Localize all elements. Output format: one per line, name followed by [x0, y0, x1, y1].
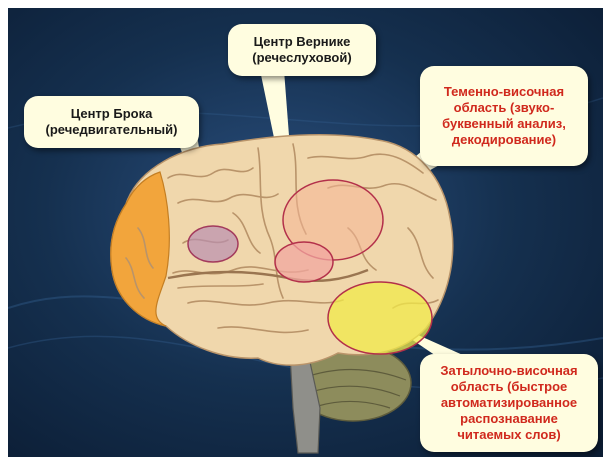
- parietal-temporal-callout: Теменно-височная область (звуко- буквенн…: [420, 66, 588, 166]
- wernicke-area: [275, 242, 333, 282]
- broca-area: [188, 226, 238, 262]
- broca-callout: Центр Брока (речедвигательный): [24, 96, 199, 148]
- occipital-temporal-callout: Затылочно-височная область (быстрое авто…: [420, 354, 598, 452]
- occipital-temporal-region: [328, 282, 432, 354]
- slide: Центр Брока (речедвигательный) Центр Вер…: [8, 8, 603, 457]
- wernicke-callout: Центр Вернике (речеслуховой): [228, 24, 376, 76]
